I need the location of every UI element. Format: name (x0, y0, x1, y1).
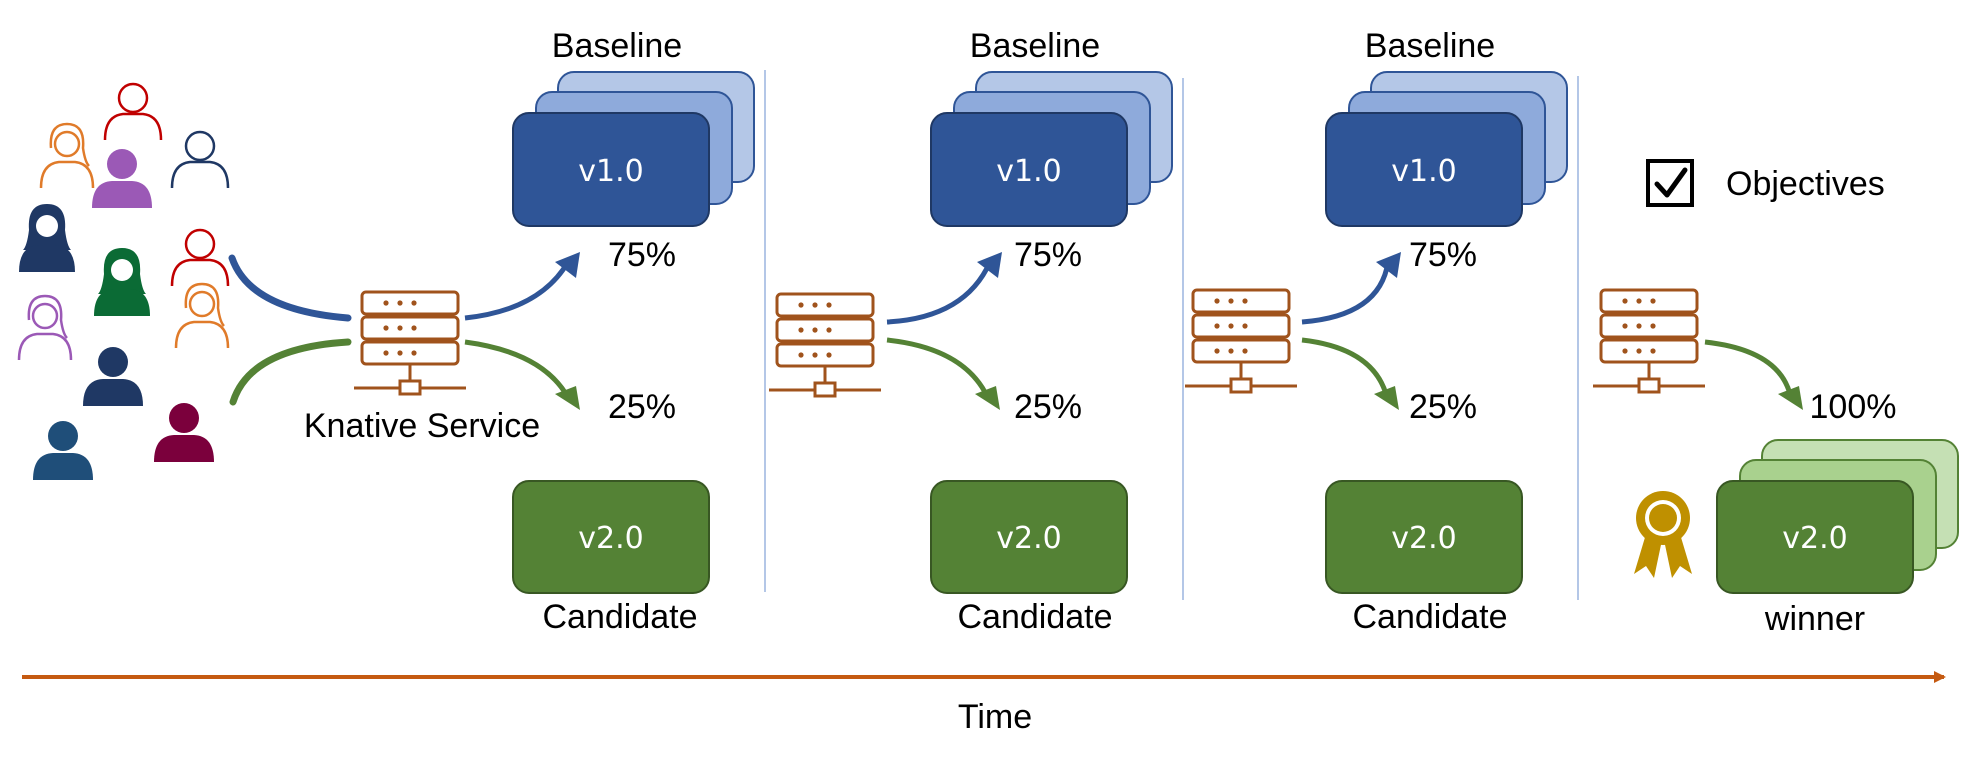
objectives-label: Objectives (1726, 165, 1885, 203)
baseline-version-label: v1.0 (578, 154, 643, 189)
winner-traffic-arrow (1704, 339, 1793, 395)
arrowhead (1376, 252, 1401, 278)
baseline-version-card (1325, 112, 1523, 227)
server-icon (352, 290, 468, 396)
baseline-version-label: v1.0 (996, 154, 1061, 189)
winner-label: winner (1764, 600, 1865, 638)
final-stage: 100% v2.0 winner (1591, 288, 1959, 638)
candidate-percentage: 25% (1014, 388, 1082, 426)
stage-3: Baseline v1.0 75% 25% v2.0 Candidate (1183, 27, 1568, 636)
baseline-traffic-arrow (464, 260, 571, 321)
stage-1: Knative Service Baseline v1.0 75% 25% v2… (304, 27, 755, 636)
arrowhead (977, 252, 1002, 278)
arrowhead (1778, 386, 1803, 410)
user-icon (33, 421, 93, 480)
user-icon (39, 122, 95, 190)
arrowhead (1374, 386, 1399, 410)
candidate-version-label: v2.0 (1391, 521, 1456, 556)
arrowhead (555, 252, 580, 278)
user-icon (83, 347, 143, 406)
user-icon (103, 82, 163, 142)
baseline-version-label: v1.0 (1391, 154, 1456, 189)
candidate-title: Candidate (542, 598, 697, 636)
candidate-percentage: 25% (1409, 388, 1477, 426)
candidate-title: Candidate (1352, 598, 1507, 636)
award-ribbon-icon (1634, 491, 1692, 578)
arrowhead (975, 386, 1000, 410)
baseline-title: Baseline (1365, 27, 1495, 65)
user-icon (92, 149, 152, 208)
baseline-percentage: 75% (1014, 236, 1082, 274)
stage-2: Baseline v1.0 75% 25% v2.0 Candidate (767, 27, 1173, 636)
candidate-traffic-arrow (464, 339, 569, 396)
arrowhead (555, 386, 580, 410)
candidate-percentage: 25% (608, 388, 676, 426)
winner-percentage: 100% (1810, 388, 1897, 426)
user-icon (19, 204, 75, 272)
server-icon (1183, 288, 1299, 394)
candidate-version-card (512, 480, 710, 594)
candidate-version-label: v2.0 (578, 521, 643, 556)
user-icon (170, 130, 230, 190)
service-label: Knative Service (304, 407, 540, 445)
user-icon (170, 228, 230, 288)
users-group-icon (17, 82, 230, 480)
user-icon (174, 282, 230, 350)
baseline-percentage: 75% (1409, 236, 1477, 274)
checkbox-checked-icon (1646, 159, 1694, 207)
baseline-version-card (512, 112, 710, 227)
candidate-version-card (930, 480, 1128, 594)
server-icon (767, 292, 883, 398)
candidate-version-label: v2.0 (996, 521, 1061, 556)
baseline-title: Baseline (970, 27, 1100, 65)
baseline-percentage: 75% (608, 236, 676, 274)
candidate-title: Candidate (957, 598, 1112, 636)
user-icon (154, 403, 214, 462)
candidate-version-card (1325, 480, 1523, 594)
incoming-traffic-arrow (229, 338, 352, 406)
user-icon (94, 248, 150, 316)
baseline-version-card (930, 112, 1128, 227)
candidate-traffic-arrow (1301, 337, 1389, 395)
winner-version-card (1716, 480, 1914, 594)
baseline-traffic-arrow (886, 260, 993, 325)
server-icon (1591, 288, 1707, 394)
candidate-traffic-arrow (886, 337, 989, 396)
incoming-traffic-arrow (228, 254, 352, 322)
objectives: Objectives (1646, 159, 1885, 207)
timeline-label: Time (958, 698, 1032, 736)
baseline-traffic-arrow (1301, 261, 1391, 325)
user-icon (17, 294, 73, 362)
baseline-title: Baseline (552, 27, 682, 65)
winner-version-label: v2.0 (1782, 521, 1847, 556)
